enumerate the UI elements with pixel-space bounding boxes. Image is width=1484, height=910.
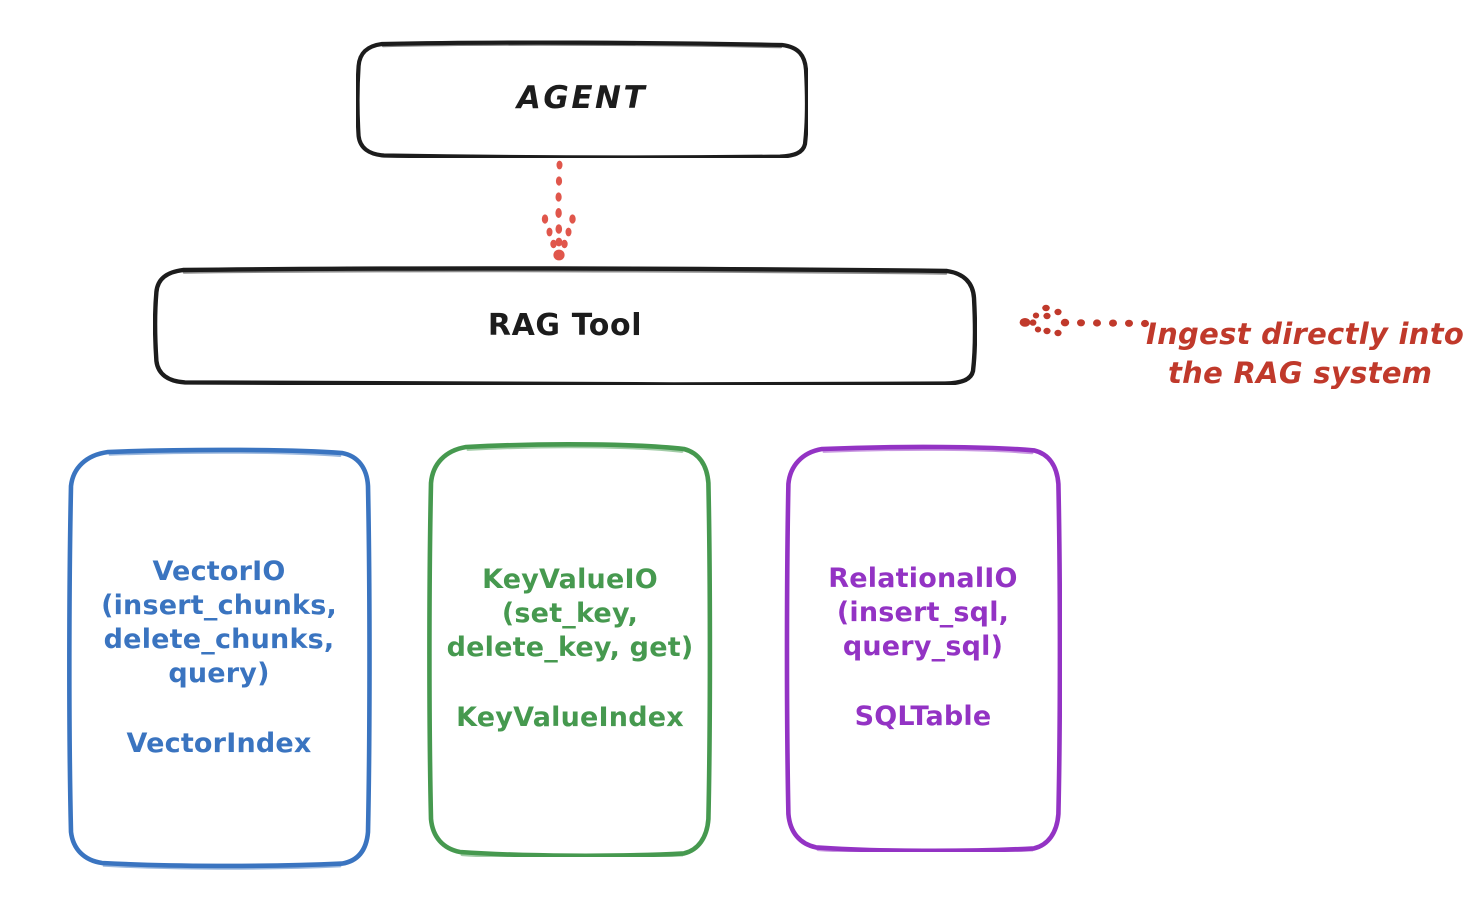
node-agent-label: AGENT [516, 80, 648, 117]
connector-agent-to-rag-tool [541, 160, 576, 261]
node-key-value-io-label-secondary: KeyValueIndex [456, 702, 684, 734]
node-key-value-io-label-primary: KeyValueIO (set_key, delete_key, get) [446, 563, 694, 663]
node-rag-tool-label: RAG Tool [487, 307, 643, 343]
node-relational-io[interactable]: RelationalIO (insert_sql, query_sql) SQL… [784, 444, 1062, 852]
node-vector-io[interactable]: VectorIO (insert_chunks, delete_chunks, … [66, 446, 372, 870]
annotation-ingest-line1: Ingest directly into [1146, 317, 1465, 352]
annotation-ingest-line2: the RAG system [1168, 355, 1433, 390]
node-key-value-io[interactable]: KeyValueIO (set_key, delete_key, get) Ke… [426, 441, 714, 857]
annotation-ingest: Ingest directly into the RAG system [1146, 277, 1476, 430]
node-agent[interactable]: AGENT [356, 40, 808, 158]
node-vector-io-label-primary: VectorIO (insert_chunks, delete_chunks, … [101, 555, 337, 689]
node-relational-io-label-secondary: SQLTable [854, 701, 992, 733]
node-rag-tool[interactable]: RAG Tool [153, 266, 977, 385]
node-vector-io-label-secondary: VectorIndex [126, 728, 312, 760]
node-relational-io-label-primary: RelationalIO (insert_sql, query_sql) [828, 562, 1018, 662]
connector-ingest-to-rag-tool [1019, 304, 1149, 337]
